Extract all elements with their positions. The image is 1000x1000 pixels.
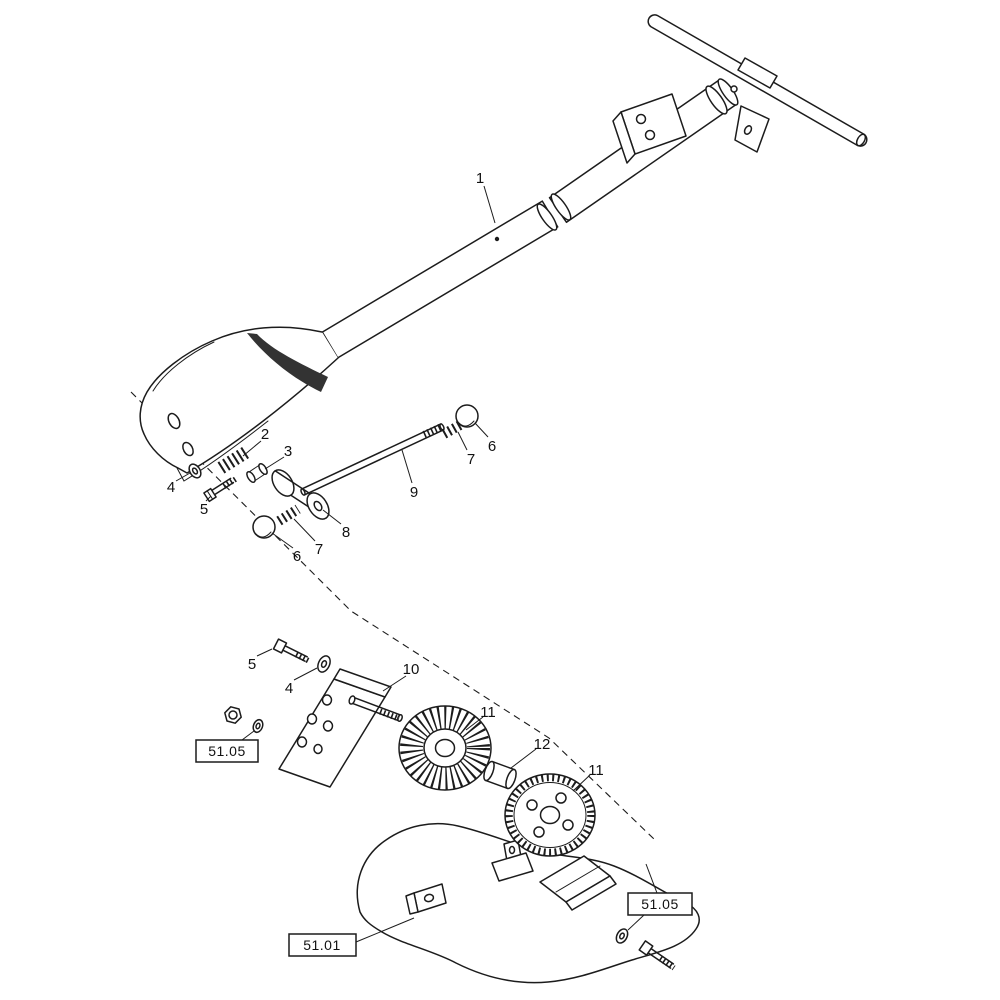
bolt-bottom-right — [638, 940, 676, 971]
washer-nut-side — [252, 718, 264, 734]
frame-angle-bracket — [405, 883, 447, 915]
callout-10: 10 — [403, 661, 420, 678]
callout-6-lower: 6 — [293, 548, 301, 565]
washer-bottom-right — [615, 928, 629, 944]
callout-3: 3 — [284, 443, 292, 460]
tube-joint-lower-cap — [536, 203, 558, 231]
gear-11-ring — [504, 773, 596, 857]
callout-6-upper: 6 — [488, 438, 496, 455]
mounting-bracket — [612, 93, 687, 164]
bevel-gear-11 — [398, 705, 492, 791]
callout-7-lower: 7 — [315, 541, 323, 558]
support-plate — [539, 855, 617, 911]
ref-box-51-01[interactable]: 51.01 — [288, 933, 357, 957]
column-head — [705, 78, 739, 115]
lever-plate — [139, 326, 339, 482]
ref-label-51-05-left: 51.05 — [208, 743, 246, 759]
callout-5-lower: 5 — [248, 656, 256, 673]
tube-gusset — [247, 333, 328, 392]
detent-spring-7-upper — [441, 419, 465, 439]
ref-label-51-01: 51.01 — [303, 937, 341, 953]
hex-nut — [224, 706, 242, 724]
callout-9: 9 — [410, 484, 418, 501]
shift-rod-9 — [300, 423, 445, 496]
pivot-stud — [348, 695, 403, 723]
washer-4-upper — [188, 463, 202, 479]
ref-label-51-05-right: 51.05 — [641, 896, 679, 912]
head-tab-plate — [734, 105, 770, 153]
frame-cutaway — [356, 822, 700, 984]
callout-12: 12 — [534, 736, 551, 753]
callout-11-bevel: 11 — [480, 704, 496, 721]
handle-clamp-pad — [737, 57, 778, 89]
washer-4-lower — [317, 655, 331, 673]
callout-8: 8 — [342, 524, 350, 541]
tube-hole — [494, 236, 500, 242]
callout-11-ring: 11 — [588, 762, 604, 779]
ref-box-51-05-right[interactable]: 51.05 — [627, 892, 693, 916]
detent-plunger-8 — [271, 469, 330, 520]
clevis-bracket — [491, 839, 534, 882]
tube-joint-upper-cap — [550, 193, 572, 221]
pivot-bracket-10 — [278, 668, 403, 788]
detent-pin-3 — [246, 462, 268, 484]
detent-ball-6-lower — [252, 515, 276, 539]
callout-2: 2 — [261, 426, 269, 443]
bolt-5-upper — [203, 476, 238, 503]
callout-leader-lines — [175, 185, 591, 792]
callout-7-upper: 7 — [467, 451, 475, 468]
steering-tube-lower — [321, 200, 559, 359]
callout-5-upper: 5 — [200, 501, 208, 518]
detent-ball-6-upper — [455, 404, 479, 428]
callout-1: 1 — [476, 170, 484, 187]
callout-4-upper: 4 — [167, 479, 175, 496]
detent-spring-7-lower — [276, 504, 301, 526]
ref-box-51-05-left[interactable]: 51.05 — [195, 739, 259, 763]
callout-4-lower: 4 — [285, 680, 293, 697]
bolt-5-lower — [272, 638, 312, 664]
spacer-bushing-12 — [483, 760, 517, 790]
